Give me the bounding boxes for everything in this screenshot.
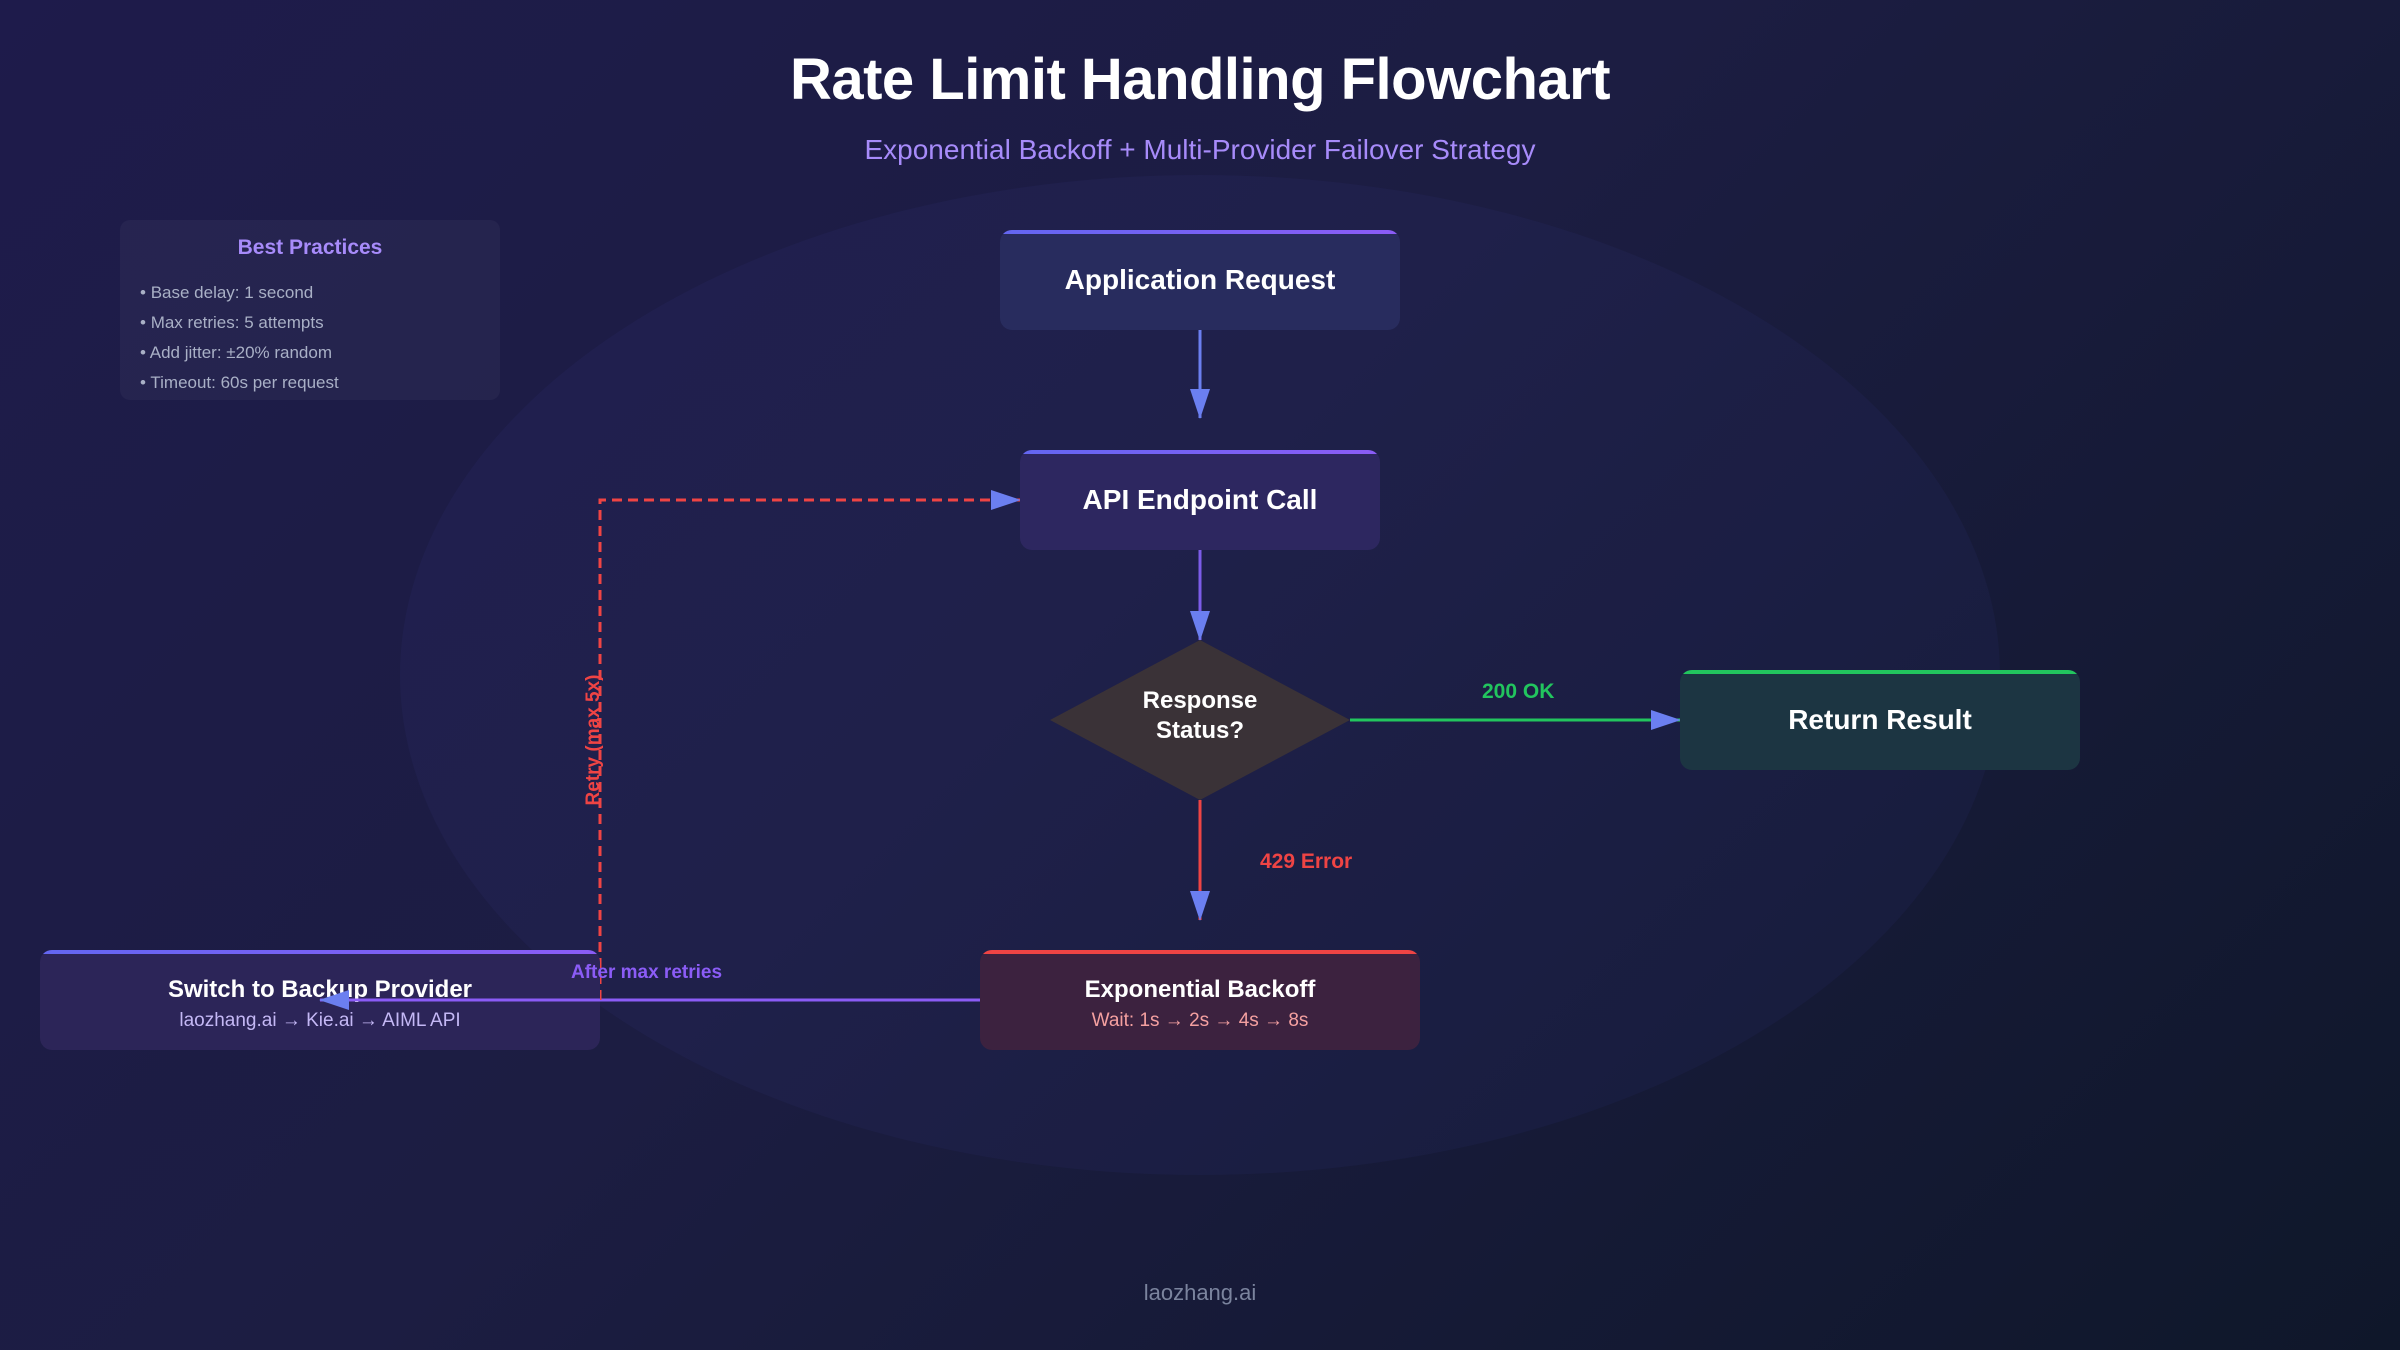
node-accent-bar: [1680, 670, 2080, 674]
decision-line: Status?: [1155, 717, 1244, 744]
edge-label-retry: Retry (max 5x): [583, 674, 604, 806]
node-label: Application Request: [1064, 264, 1336, 295]
node-accent-bar: [40, 950, 600, 954]
best-practice-item: Base delay: 1 second: [140, 278, 339, 308]
best-practice-item: Add jitter: ±20% random: [140, 338, 339, 368]
node-accent-bar: [1000, 230, 1400, 234]
best-practices-title: Best Practices: [237, 236, 383, 259]
node-accent-bar: [980, 950, 1420, 954]
node-label: Return Result: [1788, 704, 1972, 735]
footer-brand: laozhang.ai: [1143, 1280, 1257, 1305]
edge-label-error: 429 Error: [1260, 850, 1353, 873]
best-practices-list: Base delay: 1 second Max retries: 5 atte…: [140, 278, 339, 398]
node-application-request: Application Request: [1000, 230, 1400, 330]
decision-line: Response: [1142, 687, 1258, 714]
decision-label: Response Status?: [1080, 686, 1320, 746]
node-exponential-backoff: Exponential Backoff Wait: 1s → 2s → 4s →…: [980, 950, 1420, 1050]
node-label: Exponential Backoff: [1084, 976, 1316, 1003]
node-detail: laozhang.ai → Kie.ai → AIML API: [179, 1010, 461, 1031]
node-return-result: Return Result: [1680, 670, 2080, 770]
edge-label-ok: 200 OK: [1482, 680, 1555, 703]
best-practice-item: Timeout: 60s per request: [140, 368, 338, 398]
edge-label-failover: After max retries: [571, 962, 723, 983]
node-api-endpoint-call: API Endpoint Call: [1020, 450, 1380, 550]
node-detail: Wait: 1s → 2s → 4s → 8s: [1091, 1010, 1309, 1031]
best-practices-panel: Best Practices Base delay: 1 second Max …: [120, 220, 500, 400]
node-accent-bar: [1020, 450, 1380, 454]
page-subtitle: Exponential Backoff + Multi-Provider Fai…: [864, 134, 1536, 165]
node-label: API Endpoint Call: [1082, 484, 1318, 515]
page-title: Rate Limit Handling Flowchart: [789, 47, 1611, 112]
best-practice-item: Max retries: 5 attempts: [140, 308, 339, 338]
node-label: Switch to Backup Provider: [167, 976, 473, 1003]
decision-diamond: [1050, 640, 1350, 800]
node-switch-backup-provider: Switch to Backup Provider laozhang.ai → …: [40, 950, 600, 1050]
edge-retry: [598, 490, 1021, 1000]
